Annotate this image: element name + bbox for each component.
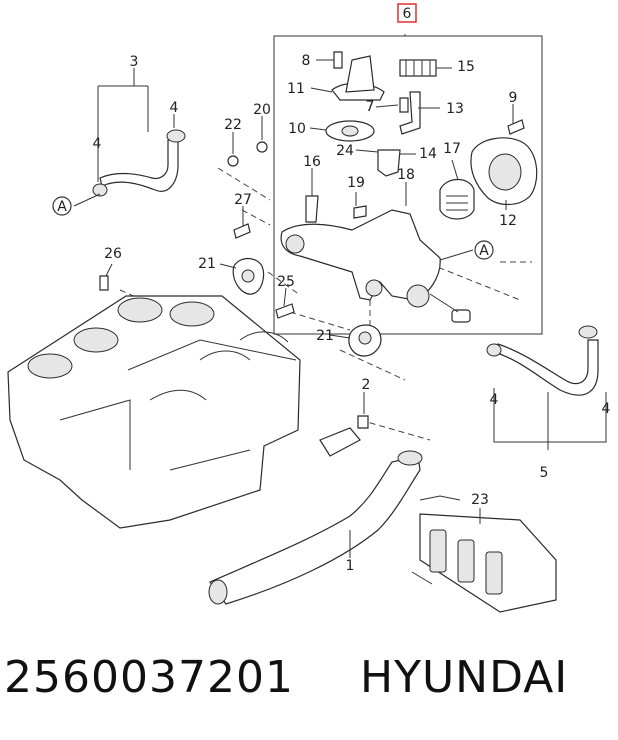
callout-15: 15 [457,59,475,75]
callout-numbers: 6 3 4 4 8 11 10 7 15 13 9 20 22 24 14 17… [93,6,611,574]
reference-label: A [479,243,489,259]
gaskets [232,257,382,357]
callout-12: 12 [499,213,517,229]
callout-18: 18 [397,167,415,183]
thermostat-housing [439,137,538,220]
ignition-module [411,495,557,613]
callout-2: 2 [362,377,371,393]
callout-4: 4 [170,100,179,116]
callout-11: 11 [287,81,305,97]
callout-21: 21 [198,256,216,272]
callout-4: 4 [93,136,102,152]
callout-14: 14 [419,146,437,162]
callout-7: 7 [366,99,375,115]
callout-3: 3 [130,54,139,70]
brand-name: HYUNDAI [360,652,569,703]
callout-25: 25 [277,274,295,290]
hose-assembly-upper [92,85,186,197]
leader-lines [73,59,514,558]
callout-5: 5 [540,465,549,481]
callout-17: 17 [443,141,461,157]
reference-label: A [57,199,67,215]
callout-4: 4 [602,401,611,417]
bolts [99,51,525,429]
hose-assembly-right [486,325,607,450]
callout-8: 8 [302,53,311,69]
callout-1: 1 [346,558,355,574]
upper-fittings [305,55,437,223]
callout-10: 10 [288,121,306,137]
callout-4: 4 [490,392,499,408]
callout-19: 19 [347,175,365,191]
part-number: 2560037201 [4,652,294,703]
callout-24: 24 [336,143,354,159]
callout-27: 27 [234,192,252,208]
callout-16: 16 [303,154,321,170]
assembly-frame [273,3,543,335]
callout-21: 21 [316,328,334,344]
water-manifold [280,209,471,323]
highlight-box [397,3,417,23]
engine-block [7,295,301,529]
callout-23: 23 [471,492,489,508]
callout-26: 26 [104,246,122,262]
reference-marker-a-left: A [52,196,72,216]
reference-marker-a-right: A [474,240,494,260]
water-pipe [208,427,423,605]
callout-20: 20 [253,102,271,118]
callout-22: 22 [224,117,242,133]
callout-6: 6 [403,6,412,22]
callout-9: 9 [509,90,518,106]
callout-13: 13 [446,101,464,117]
